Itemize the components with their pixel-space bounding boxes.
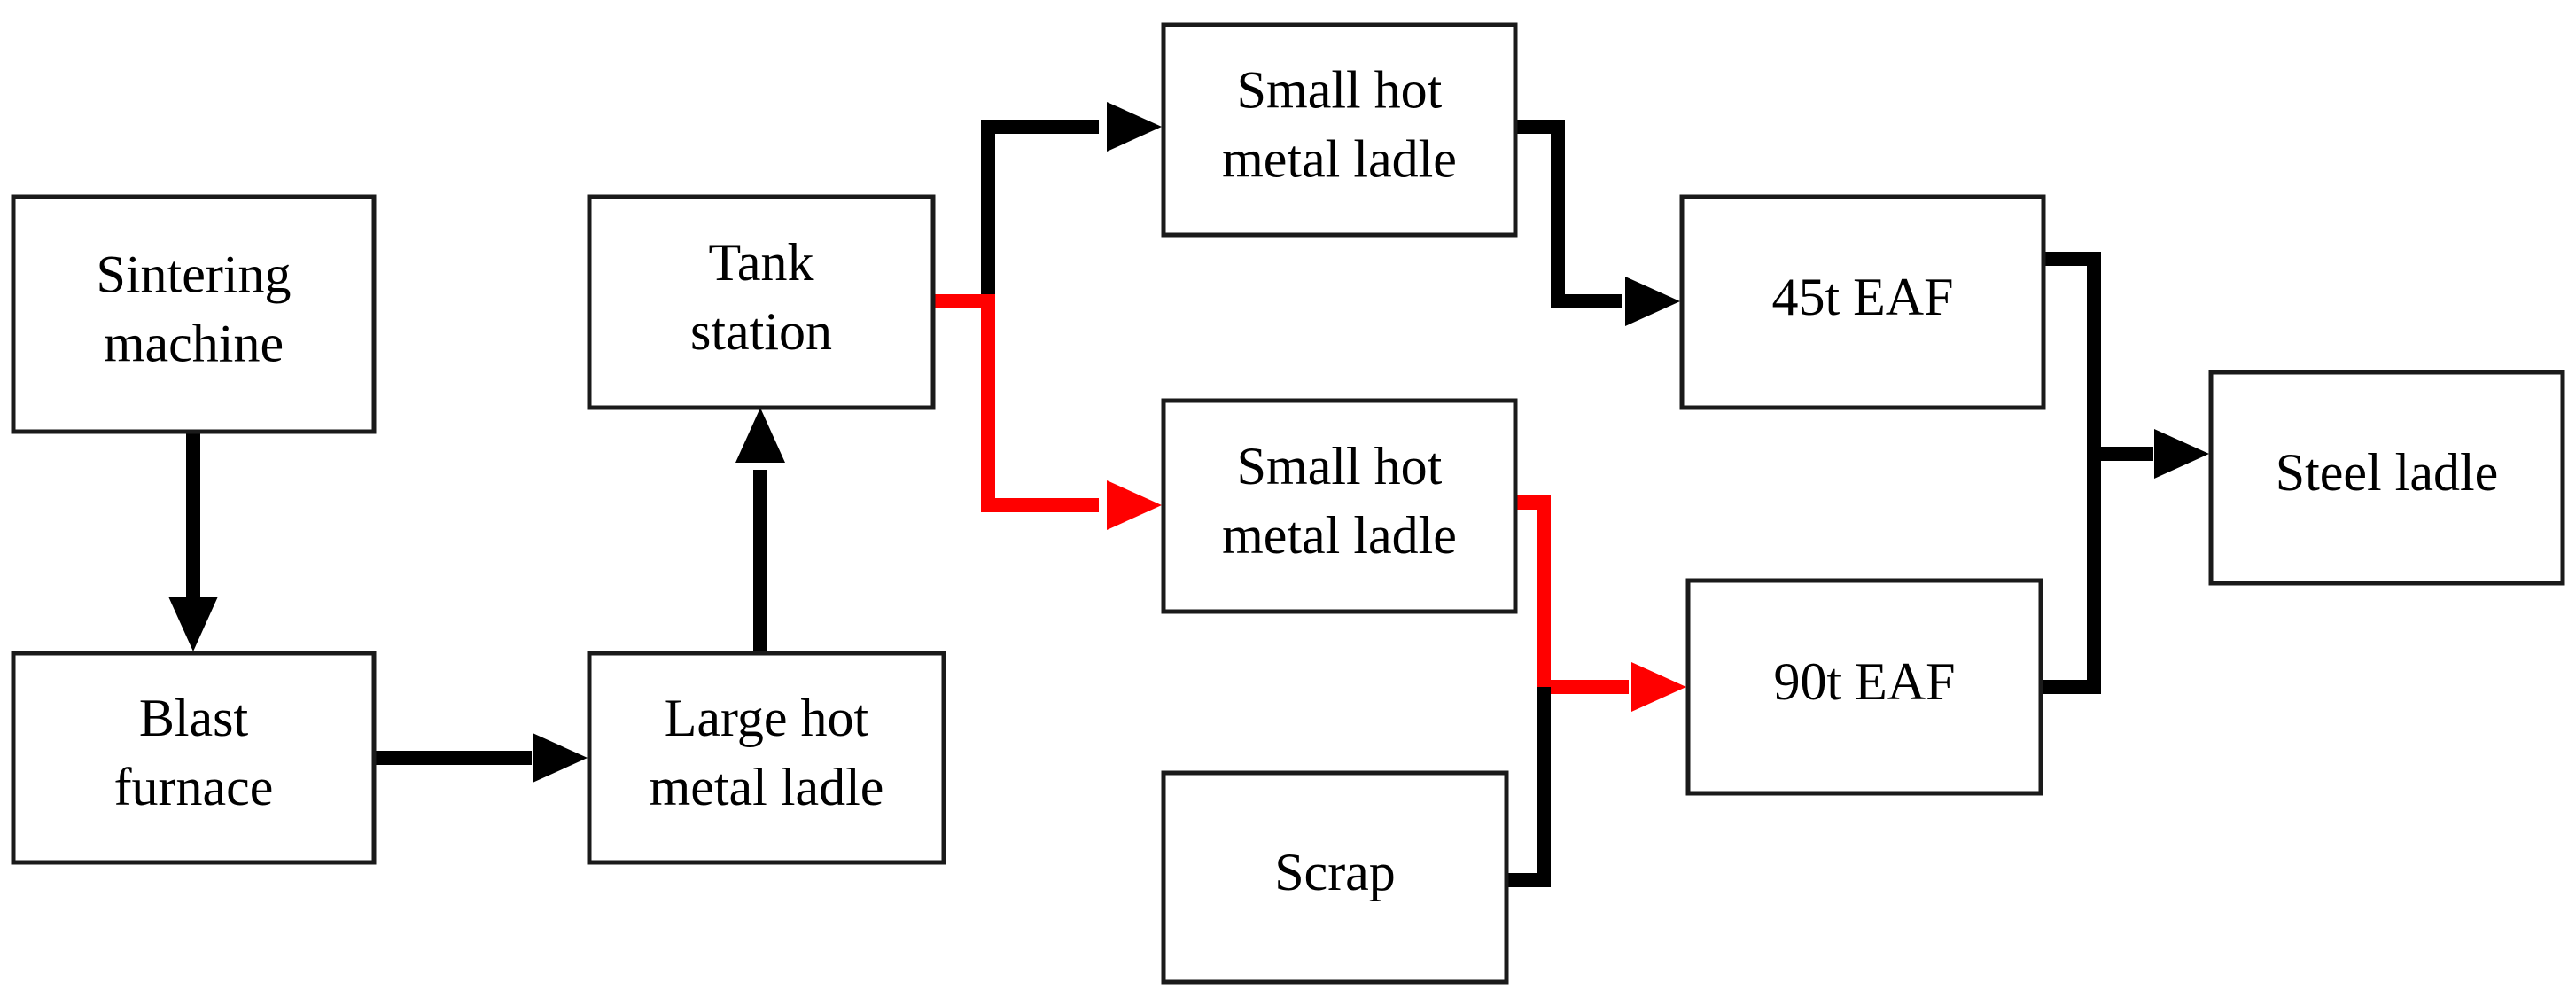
node-eaf-45t[interactable]: 45t EAF: [1679, 194, 2046, 410]
edge-tank-station-to-small-ladle-middle: [933, 294, 1162, 530]
edge-line: [1506, 687, 1551, 887]
arrowhead-right: [1631, 662, 1686, 712]
node-box[interactable]: [1679, 194, 2046, 410]
edge-line: [981, 120, 1099, 301]
edge-line: [933, 294, 1099, 512]
arrowhead-up: [735, 408, 785, 463]
node-scrap[interactable]: Scrap: [1161, 770, 1509, 985]
node-label: Tank station: [690, 233, 832, 361]
arrowhead-right: [1107, 480, 1162, 530]
node-box[interactable]: [587, 194, 936, 410]
edge-line: [2043, 252, 2153, 461]
edge-small-ladle-top-to-eaf-45t: [1515, 120, 1680, 326]
arrowhead-right: [1107, 102, 1162, 152]
node-label-line: machine: [104, 314, 284, 372]
node-label: 90t EAF: [1773, 652, 1955, 711]
node-label-line: station: [690, 302, 832, 361]
arrowhead-down: [168, 597, 218, 651]
node-label-line: Small hot: [1237, 437, 1443, 495]
node-box[interactable]: [587, 651, 946, 865]
edge-eaf-90t-to-steel-ladle: [2041, 454, 2101, 694]
node-label: Steel ladle: [2276, 443, 2499, 502]
node-label-line: Small hot: [1237, 60, 1443, 119]
node-label: Large hot metal ladle: [650, 689, 884, 816]
edge-line: [1515, 495, 1629, 694]
node-box[interactable]: [2208, 370, 2565, 586]
node-label-line: 45t EAF: [1771, 268, 1953, 326]
node-label-line: furnace: [114, 758, 274, 816]
node-blast-furnace[interactable]: Blast furnace: [11, 651, 377, 865]
node-box[interactable]: [1161, 22, 1518, 238]
node-sintering-machine[interactable]: Sintering machine: [11, 194, 377, 434]
node-box[interactable]: [11, 194, 377, 434]
edge-line: [2041, 454, 2101, 694]
node-label: Small hot metal ladle: [1222, 437, 1457, 565]
node-eaf-90t[interactable]: 90t EAF: [1685, 578, 2043, 796]
edge-sintering-to-blast-furnace: [168, 432, 218, 651]
node-tank-station[interactable]: Tank station: [587, 194, 936, 410]
node-small-hot-metal-ladle-top[interactable]: Small hot metal ladle: [1161, 22, 1518, 238]
edge-tank-station-to-small-ladle-top: [981, 102, 1162, 301]
node-label-line: metal ladle: [1222, 506, 1457, 565]
node-label-line: metal ladle: [1222, 129, 1457, 188]
edge-eaf-45t-to-steel-ladle: [2043, 252, 2209, 479]
node-label: Blast furnace: [114, 689, 274, 816]
edge-scrap-to-eaf-90t-junction: [1506, 687, 1551, 887]
edge-blast-furnace-to-large-ladle: [374, 733, 588, 783]
node-label-line: Steel ladle: [2276, 443, 2499, 502]
node-label-line: Blast: [139, 689, 249, 747]
node-label-line: Tank: [708, 233, 813, 292]
node-label-line: metal ladle: [650, 758, 884, 816]
node-small-hot-metal-ladle-middle[interactable]: Small hot metal ladle: [1161, 398, 1518, 614]
node-box[interactable]: [1161, 770, 1509, 985]
node-box[interactable]: [1685, 578, 2043, 796]
node-label-line: Large hot: [665, 689, 869, 747]
node-label-line: Scrap: [1274, 843, 1396, 901]
node-label: Scrap: [1274, 843, 1396, 901]
node-label: 45t EAF: [1771, 268, 1953, 326]
node-label: Sintering machine: [97, 245, 292, 372]
arrowhead-right: [533, 733, 588, 783]
node-label-line: 90t EAF: [1773, 652, 1955, 711]
node-large-hot-metal-ladle[interactable]: Large hot metal ladle: [587, 651, 946, 865]
node-box[interactable]: [1161, 398, 1518, 614]
arrowhead-right: [2154, 429, 2209, 479]
node-label: Small hot metal ladle: [1222, 60, 1457, 188]
node-label-line: Sintering: [97, 245, 292, 303]
node-steel-ladle[interactable]: Steel ladle: [2208, 370, 2565, 586]
arrowhead-right: [1625, 277, 1680, 326]
node-box[interactable]: [11, 651, 377, 865]
edge-small-ladle-middle-to-eaf-90t: [1515, 495, 1686, 712]
edge-line: [1515, 120, 1622, 308]
